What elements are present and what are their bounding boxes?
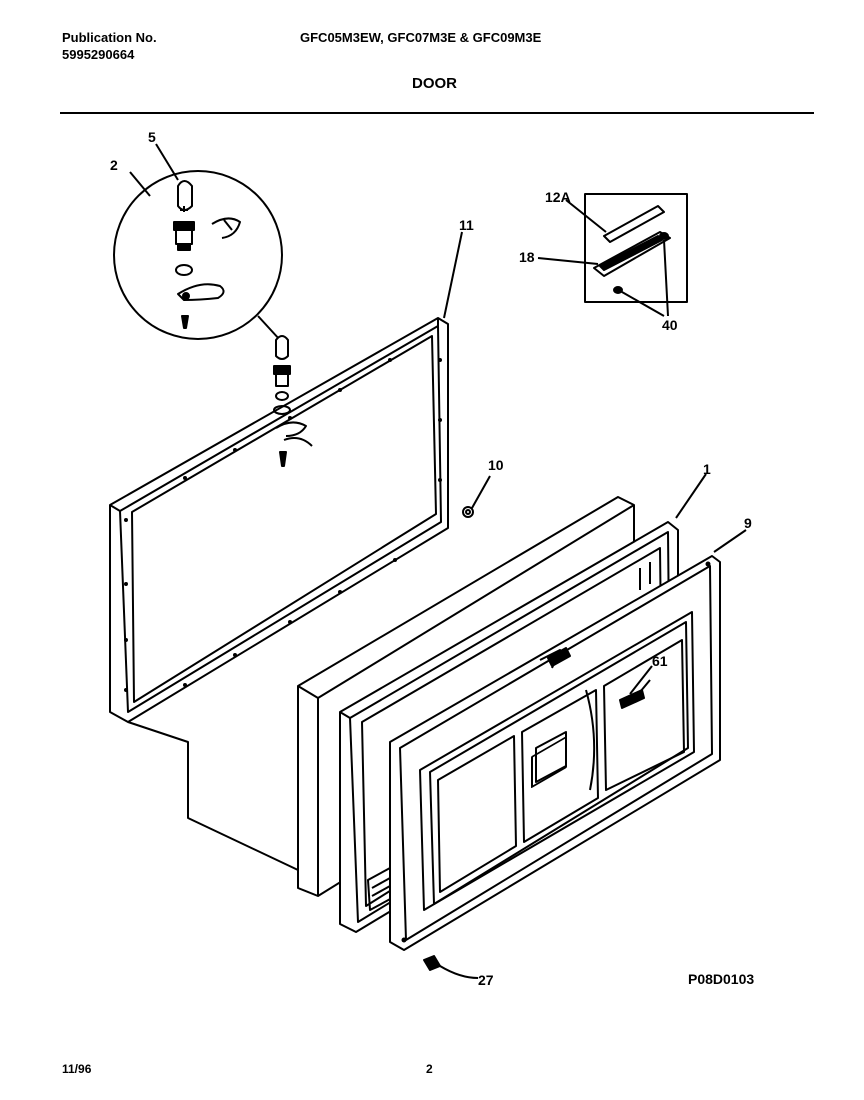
label-part-18: 18 xyxy=(519,249,535,265)
footer-page-number: 2 xyxy=(426,1062,433,1076)
label-part-27: 27 xyxy=(478,972,494,988)
part-10-plug xyxy=(462,475,491,518)
label-part-40: 40 xyxy=(662,317,678,333)
handle-inset xyxy=(537,193,688,317)
label-part-61: 61 xyxy=(652,653,668,669)
header-rule xyxy=(60,112,814,114)
label-part-11: 11 xyxy=(459,217,474,233)
label-part-9: 9 xyxy=(744,515,752,531)
publication-label: Publication No. xyxy=(62,30,157,45)
footer-date: 11/96 xyxy=(62,1062,92,1076)
part-2-hinge-detail xyxy=(113,143,283,341)
leader-9 xyxy=(713,529,747,553)
hinge-stack xyxy=(273,335,313,467)
model-numbers: GFC05M3EW, GFC07M3E & GFC09M3E xyxy=(300,30,542,45)
label-part-5: 5 xyxy=(148,129,156,145)
leader-1 xyxy=(675,473,707,519)
section-title: DOOR xyxy=(412,75,457,92)
part-61-tab xyxy=(547,647,571,667)
label-part-1: 1 xyxy=(703,461,711,477)
leader-61 xyxy=(629,665,653,695)
label-part-12a: 12A xyxy=(545,189,571,205)
drawing-code: P08D0103 xyxy=(688,971,754,987)
part-27-screw xyxy=(423,955,479,979)
label-part-10: 10 xyxy=(488,457,504,473)
part-61-badge xyxy=(619,679,651,709)
part-9-outer-door xyxy=(389,555,721,951)
publication-number: 5995290664 xyxy=(62,47,135,62)
part-11-liner-frame xyxy=(109,317,449,723)
leader-11 xyxy=(443,231,463,319)
label-part-2: 2 xyxy=(110,157,118,173)
